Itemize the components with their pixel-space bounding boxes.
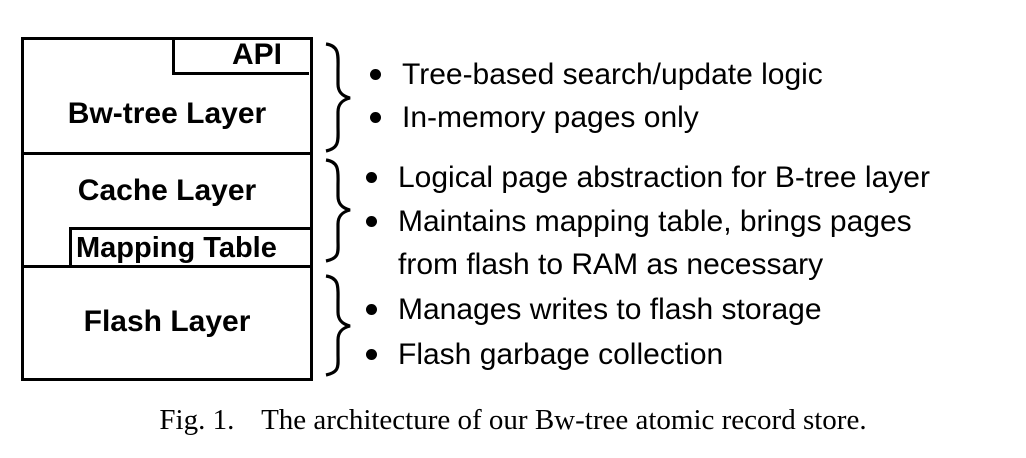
cache-layer-label: Cache Layer xyxy=(77,174,257,207)
bullet-icon xyxy=(366,349,377,360)
figure-caption: Fig. 1. The architecture of our Bw-tree … xyxy=(0,404,1026,437)
braces xyxy=(325,42,351,377)
caption-text: The architecture of our Bw-tree atomic r… xyxy=(261,404,867,436)
flash-layer-label: Flash Layer xyxy=(83,305,251,338)
brace-cache xyxy=(325,158,351,263)
api-label: API xyxy=(231,37,282,71)
mapping-table-label: Mapping Table xyxy=(76,232,277,264)
api-box: API xyxy=(172,37,309,75)
bullet-icon xyxy=(370,69,381,80)
brace-bw-tree xyxy=(325,42,351,153)
brace-flash xyxy=(325,274,351,377)
figure-label: Fig. 1. xyxy=(159,404,235,436)
divider-cache-flash xyxy=(21,265,313,268)
bullet-icon xyxy=(366,304,377,315)
bullet-icon xyxy=(366,172,377,183)
divider-bw-cache xyxy=(21,152,313,155)
bullet-icon xyxy=(370,112,381,123)
layer-stack xyxy=(21,37,313,381)
bullet-icon xyxy=(366,216,377,227)
mapping-table-box: Mapping Table xyxy=(69,227,310,267)
bw-tree-layer-label: Bw-tree Layer xyxy=(67,97,267,130)
